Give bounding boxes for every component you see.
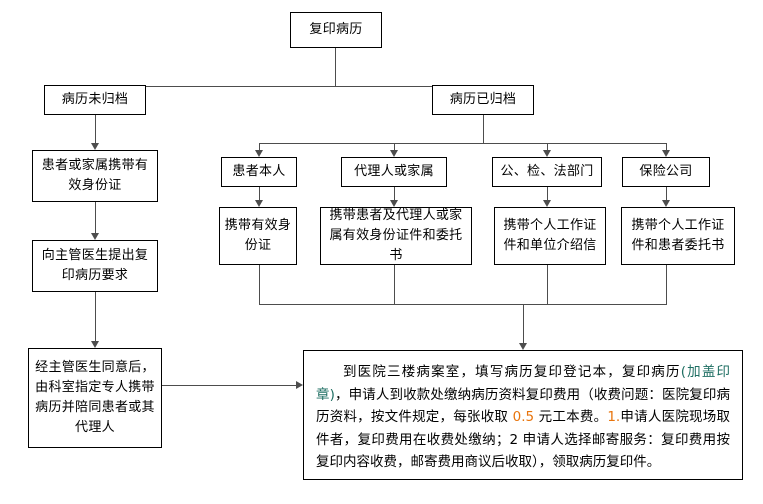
connector-top-split-bar bbox=[95, 86, 483, 87]
connector-step2-to-step3 bbox=[95, 292, 96, 341]
node-document-patient-label: 携带有效身份证 bbox=[224, 218, 292, 253]
final-seg-7: 申请人医院现场取件者，复印费用在收费处缴纳；2 申请人选择邮寄服务：复印费用按复… bbox=[316, 409, 731, 470]
arrow-merge-to-final bbox=[519, 343, 527, 350]
node-document-patient[interactable]: 携带有效身份证 bbox=[219, 207, 297, 265]
node-unfiled-step-3[interactable]: 经主管医生同意后，由科室指定专人携带病历并陪同患者或其代理人 bbox=[28, 348, 162, 448]
node-final-step-paragraph: 到医院三楼病案室，填写病历复印登记本，复印病历(加盖印章)，申请人到收款处缴纳病… bbox=[316, 361, 730, 474]
node-requester-authorities-label: 公、检、法部门 bbox=[500, 164, 594, 179]
connector-title-down bbox=[335, 48, 336, 86]
node-unfiled-step-1[interactable]: 患者或家属携带有效身份证 bbox=[32, 150, 158, 202]
node-requester-agent-label: 代理人或家属 bbox=[354, 164, 434, 179]
final-seg-3: ，申请人到收款处缴纳病历资料复印费用（收费问题：医院复印病历资料，按文件规定，每… bbox=[316, 386, 731, 426]
arrow-step3-to-final bbox=[296, 381, 303, 389]
arrow-bar-to-agent bbox=[390, 150, 398, 157]
arrow-agent-to-doc bbox=[390, 200, 398, 207]
connector-bar-to-agent bbox=[394, 143, 395, 150]
final-seg-fee: 0.5 bbox=[512, 409, 535, 425]
arrow-step1-to-step2 bbox=[91, 233, 99, 240]
connector-filed-down bbox=[483, 115, 484, 143]
node-requester-agent[interactable]: 代理人或家属 bbox=[341, 157, 447, 187]
arrow-bar-to-authorities bbox=[543, 150, 551, 157]
arrow-step2-to-step3 bbox=[91, 341, 99, 348]
node-document-authorities-label: 携带个人工作证件和单位介绍信 bbox=[503, 218, 597, 253]
connector-bar-to-insurance bbox=[666, 143, 667, 150]
arrow-bar-to-insurance bbox=[662, 150, 670, 157]
connector-merge-bar bbox=[259, 304, 667, 305]
node-requester-insurance-label: 保险公司 bbox=[639, 164, 693, 179]
connector-step1-to-step2 bbox=[95, 202, 96, 233]
node-record-filed[interactable]: 病历已归档 bbox=[432, 85, 534, 115]
node-copy-medical-record[interactable]: 复印病历 bbox=[290, 12, 382, 48]
node-document-insurance[interactable]: 携带个人工作证件和患者委托书 bbox=[621, 207, 735, 265]
node-record-unfiled-label: 病历未归档 bbox=[61, 92, 129, 107]
connector-insurance-to-doc bbox=[666, 187, 667, 200]
connector-unfiled-to-step1 bbox=[95, 115, 96, 144]
connector-requester-bar bbox=[259, 143, 666, 144]
node-final-step[interactable]: 到医院三楼病案室，填写病历复印登记本，复印病历(加盖印章)，申请人到收款处缴纳病… bbox=[303, 350, 743, 480]
connector-doc-agent-down bbox=[394, 265, 395, 304]
connector-bar-to-patient bbox=[259, 143, 260, 150]
arrow-insurance-to-doc bbox=[662, 200, 670, 207]
node-requester-patient-label: 患者本人 bbox=[232, 164, 286, 179]
connector-step3-to-final bbox=[162, 385, 296, 386]
node-document-insurance-label: 携带个人工作证件和患者委托书 bbox=[631, 218, 725, 253]
connector-bar-to-authorities bbox=[547, 143, 548, 150]
arrow-authorities-to-doc bbox=[543, 200, 551, 207]
final-seg-1: 到医院三楼病案室，填写病历复印登记本，复印病历 bbox=[343, 364, 681, 380]
node-requester-patient[interactable]: 患者本人 bbox=[221, 157, 297, 187]
arrow-unfiled-to-step1 bbox=[91, 143, 99, 150]
arrow-bar-to-patient bbox=[255, 150, 263, 157]
connector-authorities-to-doc bbox=[547, 187, 548, 200]
arrow-patient-to-doc bbox=[255, 200, 263, 207]
node-unfiled-step-3-label: 经主管医生同意后，由科室指定专人携带病历并陪同患者或其代理人 bbox=[35, 360, 155, 435]
connector-doc-patient-down bbox=[259, 265, 260, 304]
node-requester-authorities[interactable]: 公、检、法部门 bbox=[492, 157, 602, 187]
final-seg-stamp: (加盖印章) bbox=[316, 364, 730, 403]
node-record-filed-label: 病历已归档 bbox=[449, 92, 517, 107]
node-document-agent-label: 携带患者及代理人或家属有效身份证件和委托书 bbox=[329, 208, 463, 263]
node-unfiled-step-2-label: 向主管医生提出复印病历要求 bbox=[41, 248, 149, 283]
connector-doc-insurance-down bbox=[666, 265, 667, 304]
node-copy-medical-record-label: 复印病历 bbox=[309, 22, 363, 37]
connector-patient-to-doc bbox=[259, 187, 260, 200]
final-seg-item1: 1. bbox=[607, 409, 621, 425]
node-requester-insurance[interactable]: 保险公司 bbox=[622, 157, 710, 187]
connector-doc-authorities-down bbox=[547, 265, 548, 304]
node-unfiled-step-1-label: 患者或家属携带有效身份证 bbox=[41, 158, 149, 193]
connector-agent-to-doc bbox=[394, 187, 395, 200]
final-seg-5: 元工本费。 bbox=[534, 409, 608, 425]
node-unfiled-step-2[interactable]: 向主管医生提出复印病历要求 bbox=[32, 240, 158, 292]
node-document-agent[interactable]: 携带患者及代理人或家属有效身份证件和委托书 bbox=[320, 207, 472, 265]
node-record-unfiled[interactable]: 病历未归档 bbox=[44, 85, 146, 115]
node-document-authorities[interactable]: 携带个人工作证件和单位介绍信 bbox=[494, 207, 606, 265]
connector-merge-to-final bbox=[523, 304, 524, 343]
